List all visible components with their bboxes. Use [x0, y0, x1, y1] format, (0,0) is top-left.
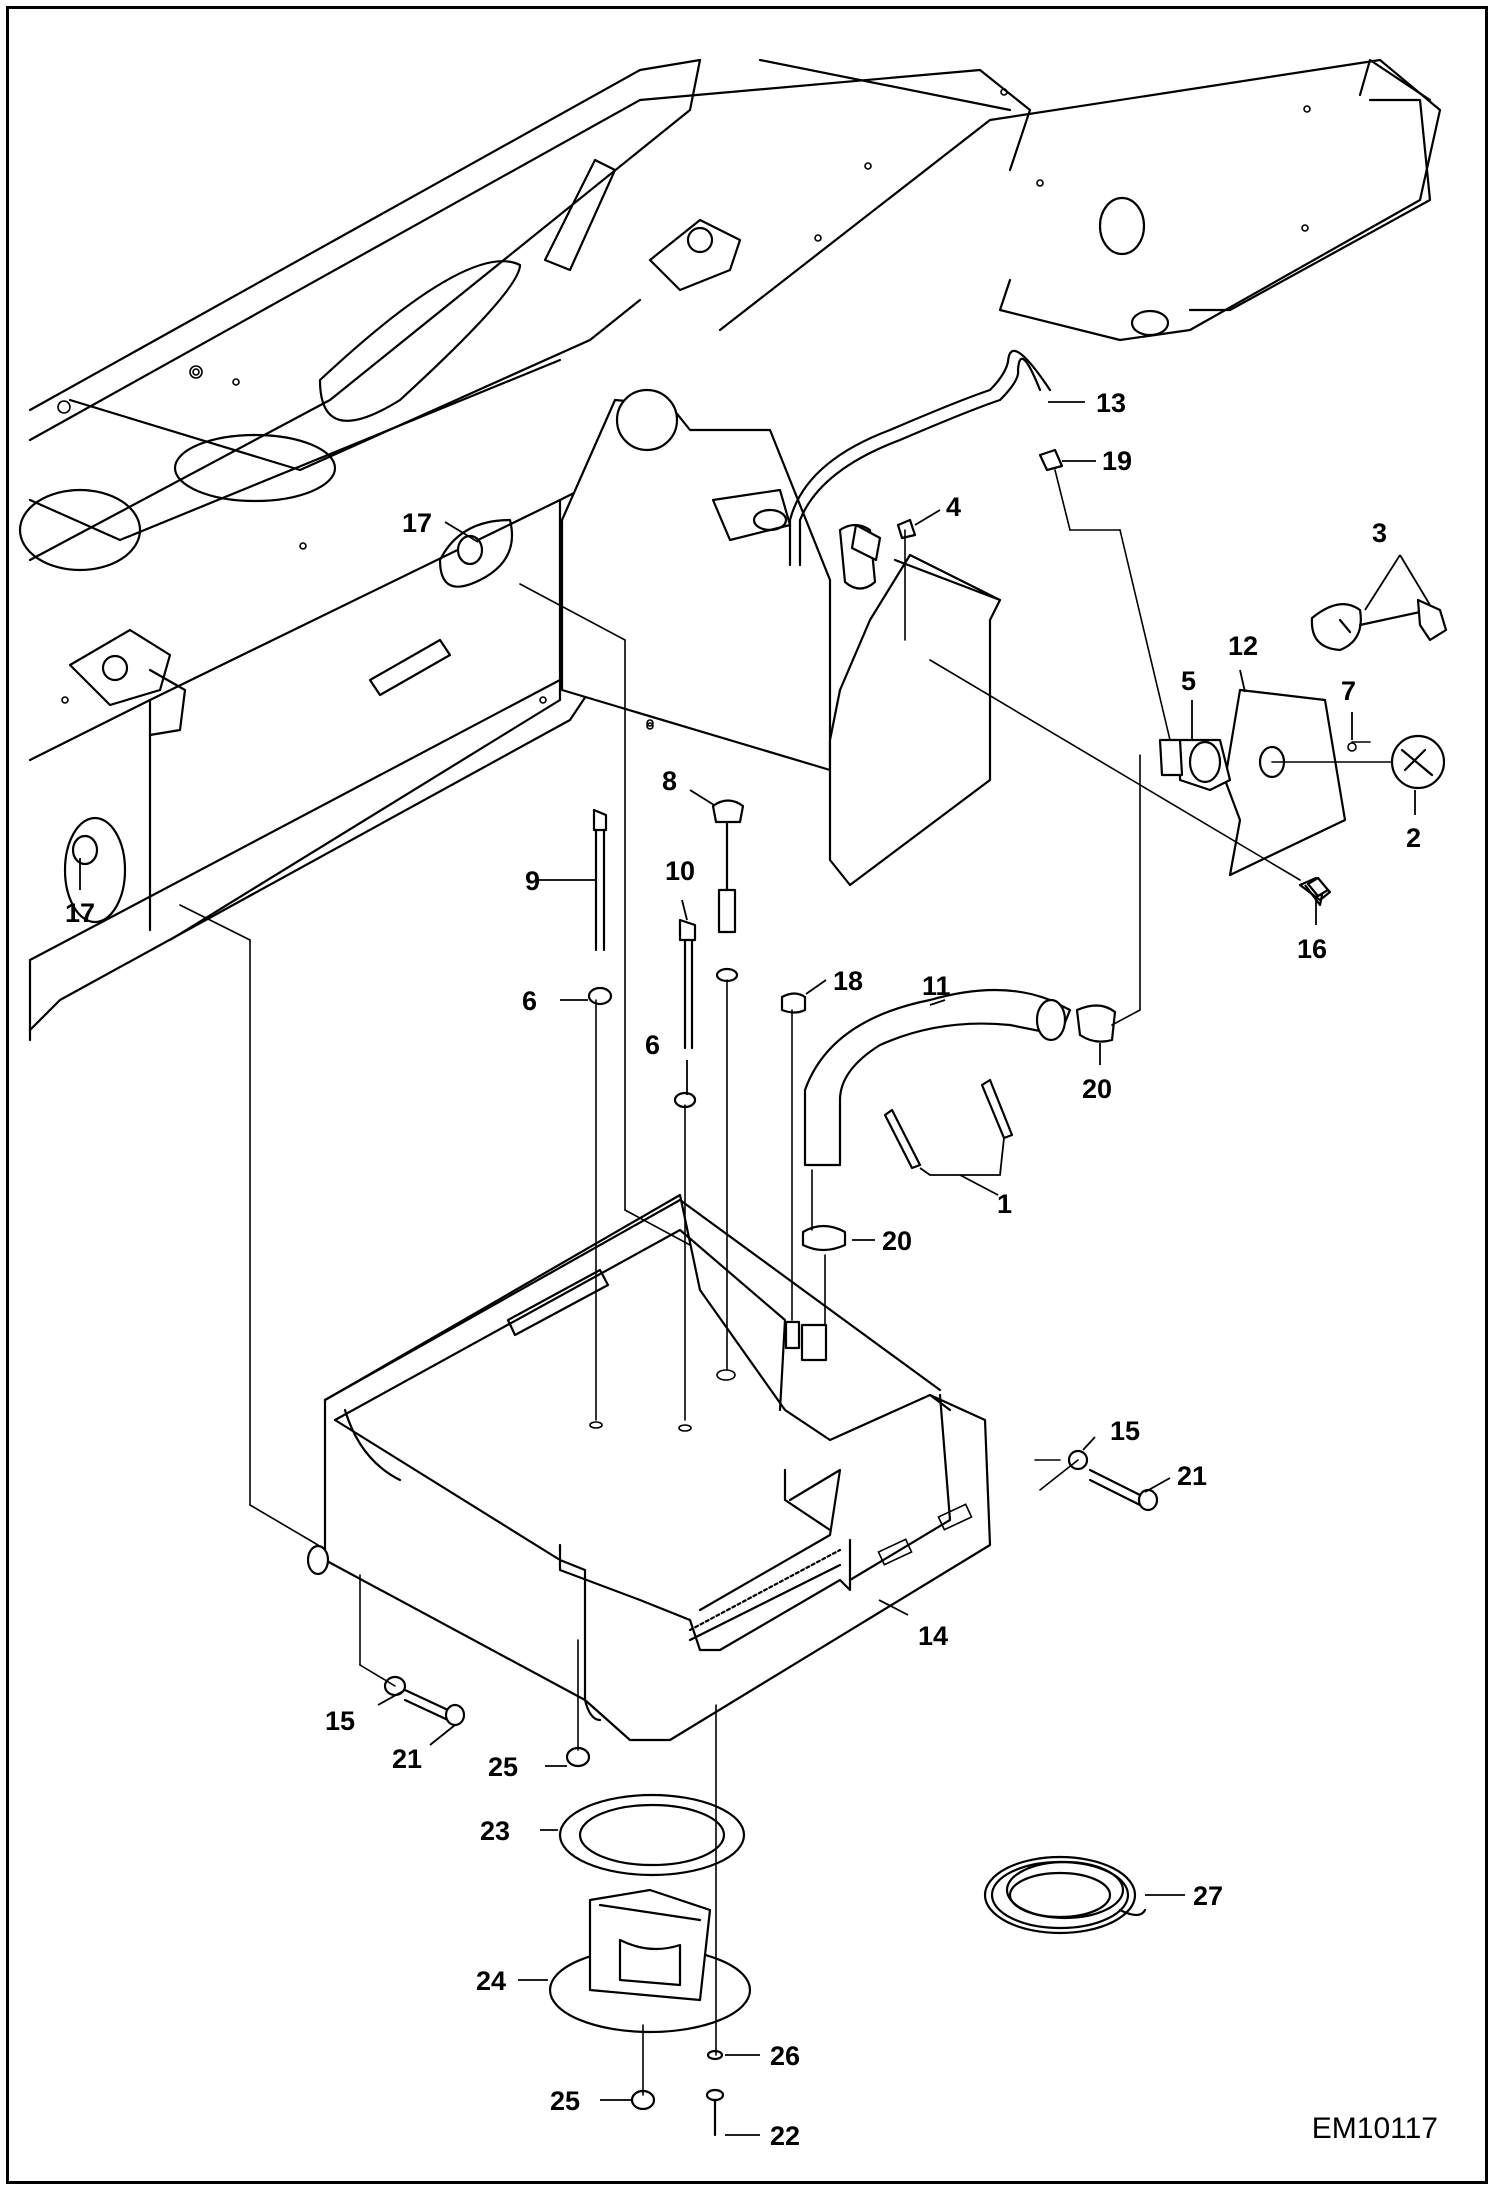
callout-24: 24: [476, 1966, 506, 1996]
callout-14: 14: [918, 1621, 948, 1651]
callout-5: 5: [1181, 666, 1196, 696]
callout-3: 3: [1372, 518, 1387, 548]
callout-26: 26: [770, 2041, 800, 2071]
upper-tank: [560, 388, 1002, 887]
callout-15-right: 15: [1110, 1416, 1140, 1446]
diagram-frame: [6, 6, 1488, 2184]
lower-tank: [306, 1193, 992, 1742]
filler-assembly: [1158, 598, 1448, 907]
callout-4: 4: [946, 492, 961, 522]
callout-11: 11: [922, 971, 951, 1001]
callout-17-upper: 17: [402, 508, 432, 538]
hose-coil: [983, 1855, 1147, 1935]
gasket-and-cover: [548, 1746, 752, 2137]
callout-16: 16: [1297, 934, 1327, 964]
callout-2: 2: [1406, 823, 1421, 853]
callout-7: 7: [1341, 676, 1356, 706]
bolts: [71, 534, 1330, 1727]
assembly-lines: [179, 469, 1393, 2096]
callout-21-right: 21: [1177, 1461, 1207, 1491]
hoses: [780, 349, 1117, 1252]
callout-9: 9: [525, 866, 540, 896]
upper-frame: [18, 58, 1442, 1042]
pins: [883, 1078, 1014, 1170]
callout-12: 12: [1228, 631, 1258, 661]
callout-1: 1: [997, 1189, 1012, 1219]
callout-10: 10: [665, 856, 695, 886]
callout-25-lower: 25: [550, 2086, 580, 2116]
callout-27: 27: [1193, 1881, 1223, 1911]
callout-22: 22: [770, 2121, 800, 2151]
callouts: 1 2 3 4 5 6 6 7 8 9 10 11 12 13 14 15 15…: [65, 388, 1421, 2151]
callout-13: 13: [1096, 388, 1126, 418]
sender-rods: [589, 523, 882, 1108]
callout-23: 23: [480, 1816, 510, 1846]
drawing-code: EM10117: [1311, 2112, 1438, 2145]
callout-17-lower: 17: [65, 898, 95, 928]
callout-19: 19: [1102, 446, 1132, 476]
callout-leaders: [79, 401, 1431, 2136]
callout-25-upper: 25: [488, 1752, 518, 1782]
callout-15-left: 15: [325, 1706, 355, 1736]
callout-20-upper: 20: [1082, 1074, 1112, 1104]
callout-18: 18: [833, 966, 863, 996]
callout-21-left: 21: [392, 1744, 422, 1774]
callout-6-lower: 6: [645, 1030, 660, 1060]
callout-20-lower: 20: [882, 1226, 912, 1256]
callout-8: 8: [662, 766, 677, 796]
callout-6-upper: 6: [522, 986, 537, 1016]
